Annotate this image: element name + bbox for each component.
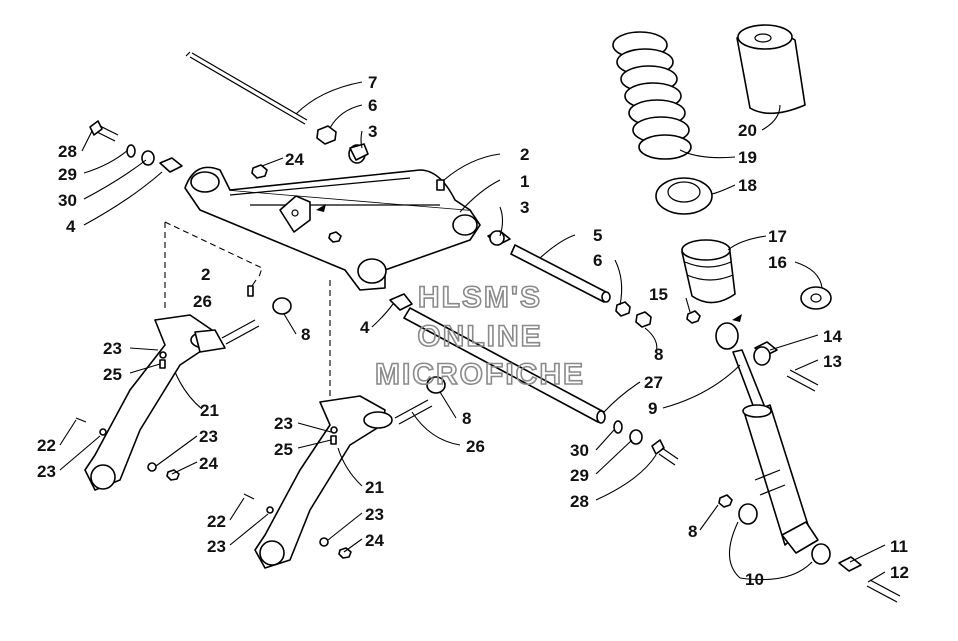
callout-22: 22 xyxy=(37,436,56,455)
callout-6: 6 xyxy=(593,251,602,270)
callout-10: 10 xyxy=(745,570,764,589)
callout-6: 6 xyxy=(368,96,377,115)
callout-8: 8 xyxy=(301,325,310,344)
callout-8: 8 xyxy=(654,345,663,364)
nut-part xyxy=(686,310,701,324)
callout-22: 22 xyxy=(207,512,226,531)
spacer-part xyxy=(159,157,183,173)
bushing-part xyxy=(753,341,778,366)
callout-30: 30 xyxy=(58,191,77,210)
callout-27: 27 xyxy=(644,373,663,392)
callout-9: 9 xyxy=(648,399,657,418)
callout-25: 25 xyxy=(274,440,293,459)
nut-part xyxy=(316,125,337,145)
bump-stop-part xyxy=(681,239,736,304)
callout-26: 26 xyxy=(193,292,212,311)
callout-23: 23 xyxy=(274,414,293,433)
callout-11: 11 xyxy=(890,537,908,556)
callout-26: 26 xyxy=(466,437,485,456)
arrow-icon xyxy=(316,204,742,322)
callout-24: 24 xyxy=(285,150,304,169)
washer-part xyxy=(126,144,155,166)
callout-21: 21 xyxy=(365,478,384,497)
callout-15: 15 xyxy=(649,285,668,304)
spacer-part xyxy=(272,297,446,394)
grease-fitting-part xyxy=(436,179,445,191)
callout-23: 23 xyxy=(103,339,122,358)
rubber-boot-part xyxy=(736,24,806,115)
callout-12: 12 xyxy=(890,563,909,582)
callout-labels: 7 6 3 28 29 30 4 24 2 1 3 5 6 2 26 8 4 1… xyxy=(37,73,909,589)
callout-3: 3 xyxy=(520,198,529,217)
watermark: HLSM'S ONLINE MICROFICHE xyxy=(374,280,585,392)
callout-19: 19 xyxy=(738,148,757,167)
washer-part xyxy=(613,420,643,445)
bolt-part xyxy=(89,120,119,142)
callout-8: 8 xyxy=(688,522,697,541)
shaft-part xyxy=(389,293,606,424)
leader-lines xyxy=(59,81,886,583)
callout-25: 25 xyxy=(103,365,122,384)
callout-5: 5 xyxy=(593,226,602,245)
nut-part xyxy=(718,494,733,508)
small-pin-part xyxy=(247,285,254,297)
nut-part xyxy=(251,164,342,243)
bushing-part xyxy=(738,503,862,572)
callout-4: 4 xyxy=(66,217,76,236)
callout-28: 28 xyxy=(58,142,77,161)
watermark-line-3: MICROFICHE xyxy=(375,358,585,391)
callout-23: 23 xyxy=(207,537,226,556)
callout-20: 20 xyxy=(738,121,757,140)
spring-retainer-part xyxy=(655,177,713,215)
callout-23: 23 xyxy=(365,505,384,524)
nut-part xyxy=(615,301,652,328)
rocker-arm-part xyxy=(254,395,393,569)
callout-23: 23 xyxy=(199,427,218,446)
rocker-arm-part xyxy=(84,314,226,491)
callout-8: 8 xyxy=(462,409,471,428)
long-bolt-part xyxy=(185,51,308,125)
callout-24: 24 xyxy=(199,454,218,473)
callout-29: 29 xyxy=(570,466,589,485)
callout-13: 13 xyxy=(823,352,842,371)
bolt-part xyxy=(651,439,679,466)
callout-17: 17 xyxy=(768,227,787,246)
watermark-line-2: ONLINE xyxy=(417,320,542,353)
callout-18: 18 xyxy=(738,176,757,195)
shock-absorber-part xyxy=(715,322,819,554)
callout-7: 7 xyxy=(368,73,377,92)
shaft-part xyxy=(510,244,611,303)
callout-1: 1 xyxy=(520,172,529,191)
rear-arm-frame-part xyxy=(184,166,481,291)
bolt-part xyxy=(394,399,433,425)
callout-2: 2 xyxy=(201,265,210,284)
watermark-line-1: HLSM'S xyxy=(418,281,542,314)
callout-30: 30 xyxy=(570,441,589,460)
small-pin-part xyxy=(243,426,352,559)
callout-23: 23 xyxy=(37,462,56,481)
callout-4: 4 xyxy=(360,318,370,337)
callout-14: 14 xyxy=(823,327,842,346)
bolt-part xyxy=(786,369,819,392)
callout-21: 21 xyxy=(200,401,219,420)
callout-3: 3 xyxy=(368,122,377,141)
washer-part xyxy=(800,286,832,310)
callout-2: 2 xyxy=(520,145,529,164)
bolt-part xyxy=(866,579,901,603)
bushing-part xyxy=(348,143,369,164)
callout-29: 29 xyxy=(58,165,77,184)
callout-28: 28 xyxy=(570,492,589,511)
bushing-part xyxy=(487,230,511,246)
callout-24: 24 xyxy=(365,531,384,550)
bolt-part xyxy=(221,319,260,345)
coil-spring-part xyxy=(612,31,692,160)
callout-16: 16 xyxy=(768,253,787,272)
